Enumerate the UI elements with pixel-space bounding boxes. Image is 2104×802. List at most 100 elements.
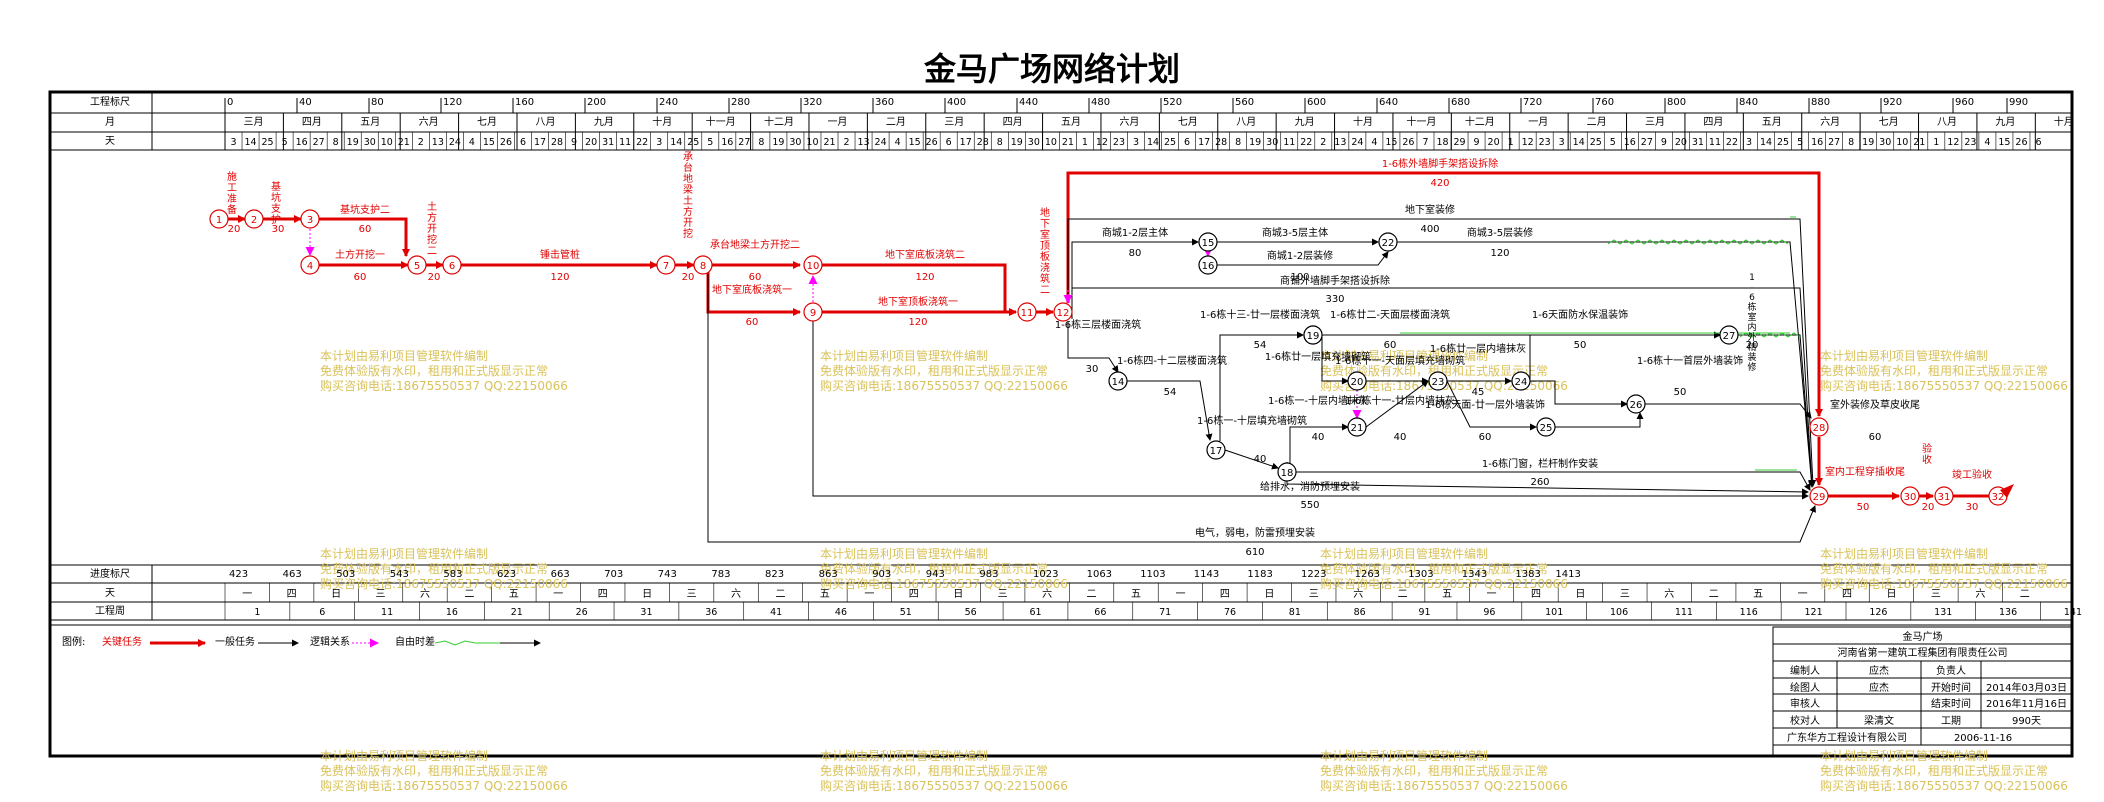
watermark-text: 本计划由易利项目管理软件编制 <box>1320 348 1488 363</box>
event-node-label: 15 <box>1202 238 1215 249</box>
task-label: 板 <box>1040 250 1050 263</box>
watermark-text: 购买咨询电话:18675550537 QQ:22150066 <box>1820 778 2068 793</box>
event-node <box>1108 371 1128 391</box>
event-node-label: 10 <box>807 261 820 272</box>
task-arrow <box>1224 449 1279 470</box>
top-tick-label: 80 <box>371 97 384 108</box>
day-label: 22 <box>1726 137 1738 148</box>
weekday-label: 三 <box>1931 589 1941 600</box>
task-label: 修 <box>1747 361 1756 373</box>
progress-tick-label: 1223 <box>1301 569 1326 580</box>
week-label: 131 <box>1934 607 1952 618</box>
end-marker <box>2000 484 2014 498</box>
week-label: 56 <box>965 607 977 618</box>
task-label: 地下室底板浇筑一 <box>712 283 792 296</box>
event-node <box>300 255 320 275</box>
task-arrow <box>1067 322 1119 373</box>
week-label: 86 <box>1354 607 1366 618</box>
task-label: 1-6栋四-十二层楼面浇筑 <box>1117 354 1227 367</box>
task-duration: 60 <box>1384 340 1397 351</box>
task-duration: 260 <box>1530 477 1549 488</box>
task-label: 方 <box>427 211 437 224</box>
watermark-text: 购买咨询电话:18675550537 QQ:22150066 <box>320 576 568 591</box>
progress-tick-label: 1383 <box>1515 569 1540 580</box>
day-label: 20 <box>1675 137 1687 148</box>
day-label: 4 <box>895 137 901 148</box>
event-node-label: 16 <box>1202 261 1215 272</box>
weekday-label: 一 <box>553 589 563 600</box>
event-node <box>442 255 462 275</box>
task-label: 顶 <box>1040 240 1050 252</box>
day-label: 22 <box>1300 137 1312 148</box>
task-label: 承台地梁土方开挖二 <box>710 238 800 251</box>
legend-label: 图例: <box>62 635 85 648</box>
task-label: 1-6天面防水保温装饰 <box>1532 308 1628 321</box>
day-label: 9 <box>571 137 577 148</box>
page-title: 金马广场网络计划 <box>923 50 1180 88</box>
day-label: 27 <box>313 137 325 148</box>
event-node <box>1206 440 1226 460</box>
task-arrow <box>1645 403 1812 419</box>
event-node-label: 31 <box>1938 492 1951 503</box>
day-label: 6 <box>520 137 526 148</box>
month-label: 九月 <box>594 116 614 128</box>
day-label: 9 <box>1661 137 1667 148</box>
day-label: 10 <box>806 137 818 148</box>
event-node <box>1934 486 1954 506</box>
task-arrow <box>1530 380 1628 408</box>
task-label: - <box>1750 283 1753 293</box>
event-node <box>209 209 229 229</box>
weekday-label: 日 <box>331 589 341 600</box>
task-label: 商铺外墙脚手架搭设拆除 <box>1280 274 1390 287</box>
day-label: 20 <box>1488 137 1500 148</box>
watermark-text: 购买咨询电话:18675550537 QQ:22150066 <box>820 778 1068 793</box>
week-label: 136 <box>1999 607 2017 618</box>
progress-tick-label: 423 <box>229 569 248 580</box>
watermark-text: 本计划由易利项目管理软件编制 <box>1820 748 1988 763</box>
info-cell: 编制人 <box>1790 664 1820 677</box>
event-node <box>1719 325 1739 345</box>
event-node-label: 22 <box>1382 238 1395 249</box>
day-label: 5 <box>1610 137 1616 148</box>
event-node-label: 24 <box>1515 377 1528 388</box>
info-cell: 2014年03月03日 <box>1986 681 2067 694</box>
day-label: 15 <box>909 137 921 148</box>
day-label: 15 <box>483 137 495 148</box>
event-node <box>1900 486 1920 506</box>
task-duration: 120 <box>915 272 934 283</box>
weekday-label: 四 <box>1842 589 1852 600</box>
week-label: 111 <box>1675 607 1693 618</box>
task-duration: 60 <box>746 317 759 328</box>
week-label: 106 <box>1610 607 1628 618</box>
week-label: 6 <box>319 607 325 618</box>
week-label: 81 <box>1289 607 1301 618</box>
progress-tick-label: 703 <box>604 569 623 580</box>
legend-critical-label: 关键任务 <box>102 635 142 648</box>
month-label: 八月 <box>535 116 555 128</box>
month-label: 五月 <box>1061 116 1081 128</box>
day-label: 3 <box>230 137 236 148</box>
event-node <box>1809 486 1829 506</box>
task-label: 基 <box>271 180 281 193</box>
task-label: 1-6栋十一首层外墙装饰 <box>1637 354 1743 367</box>
weekday-label: 四 <box>287 589 297 600</box>
week-label: 26 <box>576 607 588 618</box>
week-label: 126 <box>1869 607 1887 618</box>
weekday-label: 三 <box>1620 589 1630 600</box>
weekday-label: 六 <box>1975 588 1985 600</box>
task-label: 承 <box>683 151 693 163</box>
day-label: 14 <box>1760 137 1772 148</box>
task-duration: 120 <box>1490 248 1509 259</box>
task-label: 竣工验收 <box>1952 468 1992 481</box>
progress-tick-label: 503 <box>336 569 355 580</box>
day-label: 5 <box>282 137 288 148</box>
task-label: 内 <box>1747 321 1756 333</box>
day-label: 28 <box>977 137 989 148</box>
task-label: 支 <box>271 203 281 215</box>
watermark-text: 本计划由易利项目管理软件编制 <box>1320 748 1488 763</box>
month-label: 十月 <box>1353 115 1373 128</box>
task-label: 室内工程穿插收尾 <box>1825 465 1905 478</box>
task-label: 1-6栋十一-廿层内墙抹灰 <box>1345 394 1455 407</box>
task-label: 1-6栋一-十层填充墙砌筑 <box>1197 414 1307 427</box>
